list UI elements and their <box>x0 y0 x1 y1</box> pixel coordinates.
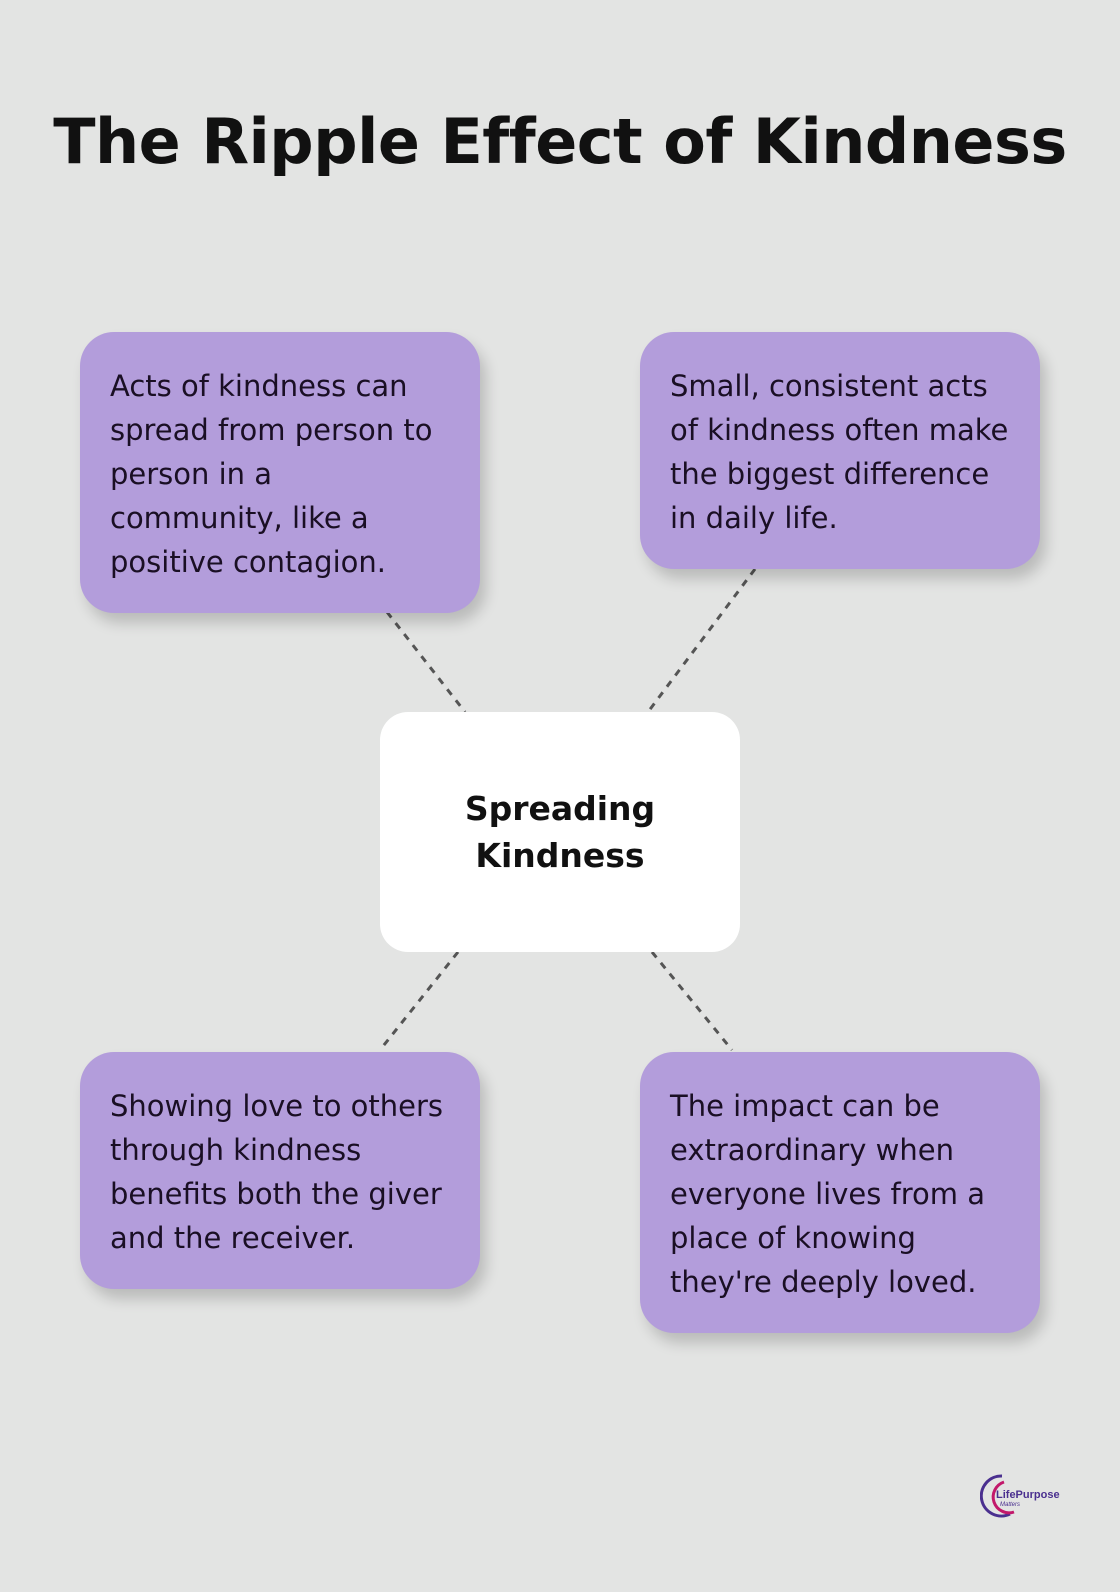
lifepurpose-logo: LifePurpose Matters <box>980 1474 1060 1518</box>
connector-bottom-left <box>378 951 460 1051</box>
svg-text:Matters: Matters <box>1000 1502 1020 1508</box>
card-text: Acts of kindness can spread from person … <box>110 369 433 579</box>
card-text: Showing love to others through kindness … <box>110 1089 444 1255</box>
card-bottom-right: The impact can be extraordinary when eve… <box>640 1052 1040 1333</box>
connector-bottom-right <box>650 951 734 1051</box>
connector-top-right <box>646 568 757 713</box>
center-label: Spreading Kindness <box>464 789 656 875</box>
card-top-right: Small, consistent acts of kindness often… <box>640 332 1040 569</box>
center-node: Spreading Kindness <box>380 712 740 952</box>
card-top-left: Acts of kindness can spread from person … <box>80 332 480 613</box>
card-text: The impact can be extraordinary when eve… <box>670 1089 986 1299</box>
svg-text:LifePurpose: LifePurpose <box>996 1489 1060 1501</box>
connector-top-left <box>385 611 467 713</box>
card-text: Small, consistent acts of kindness often… <box>670 369 1009 535</box>
page-title: The Ripple Effect of Kindness <box>53 105 1067 178</box>
card-bottom-left: Showing love to others through kindness … <box>80 1052 480 1289</box>
